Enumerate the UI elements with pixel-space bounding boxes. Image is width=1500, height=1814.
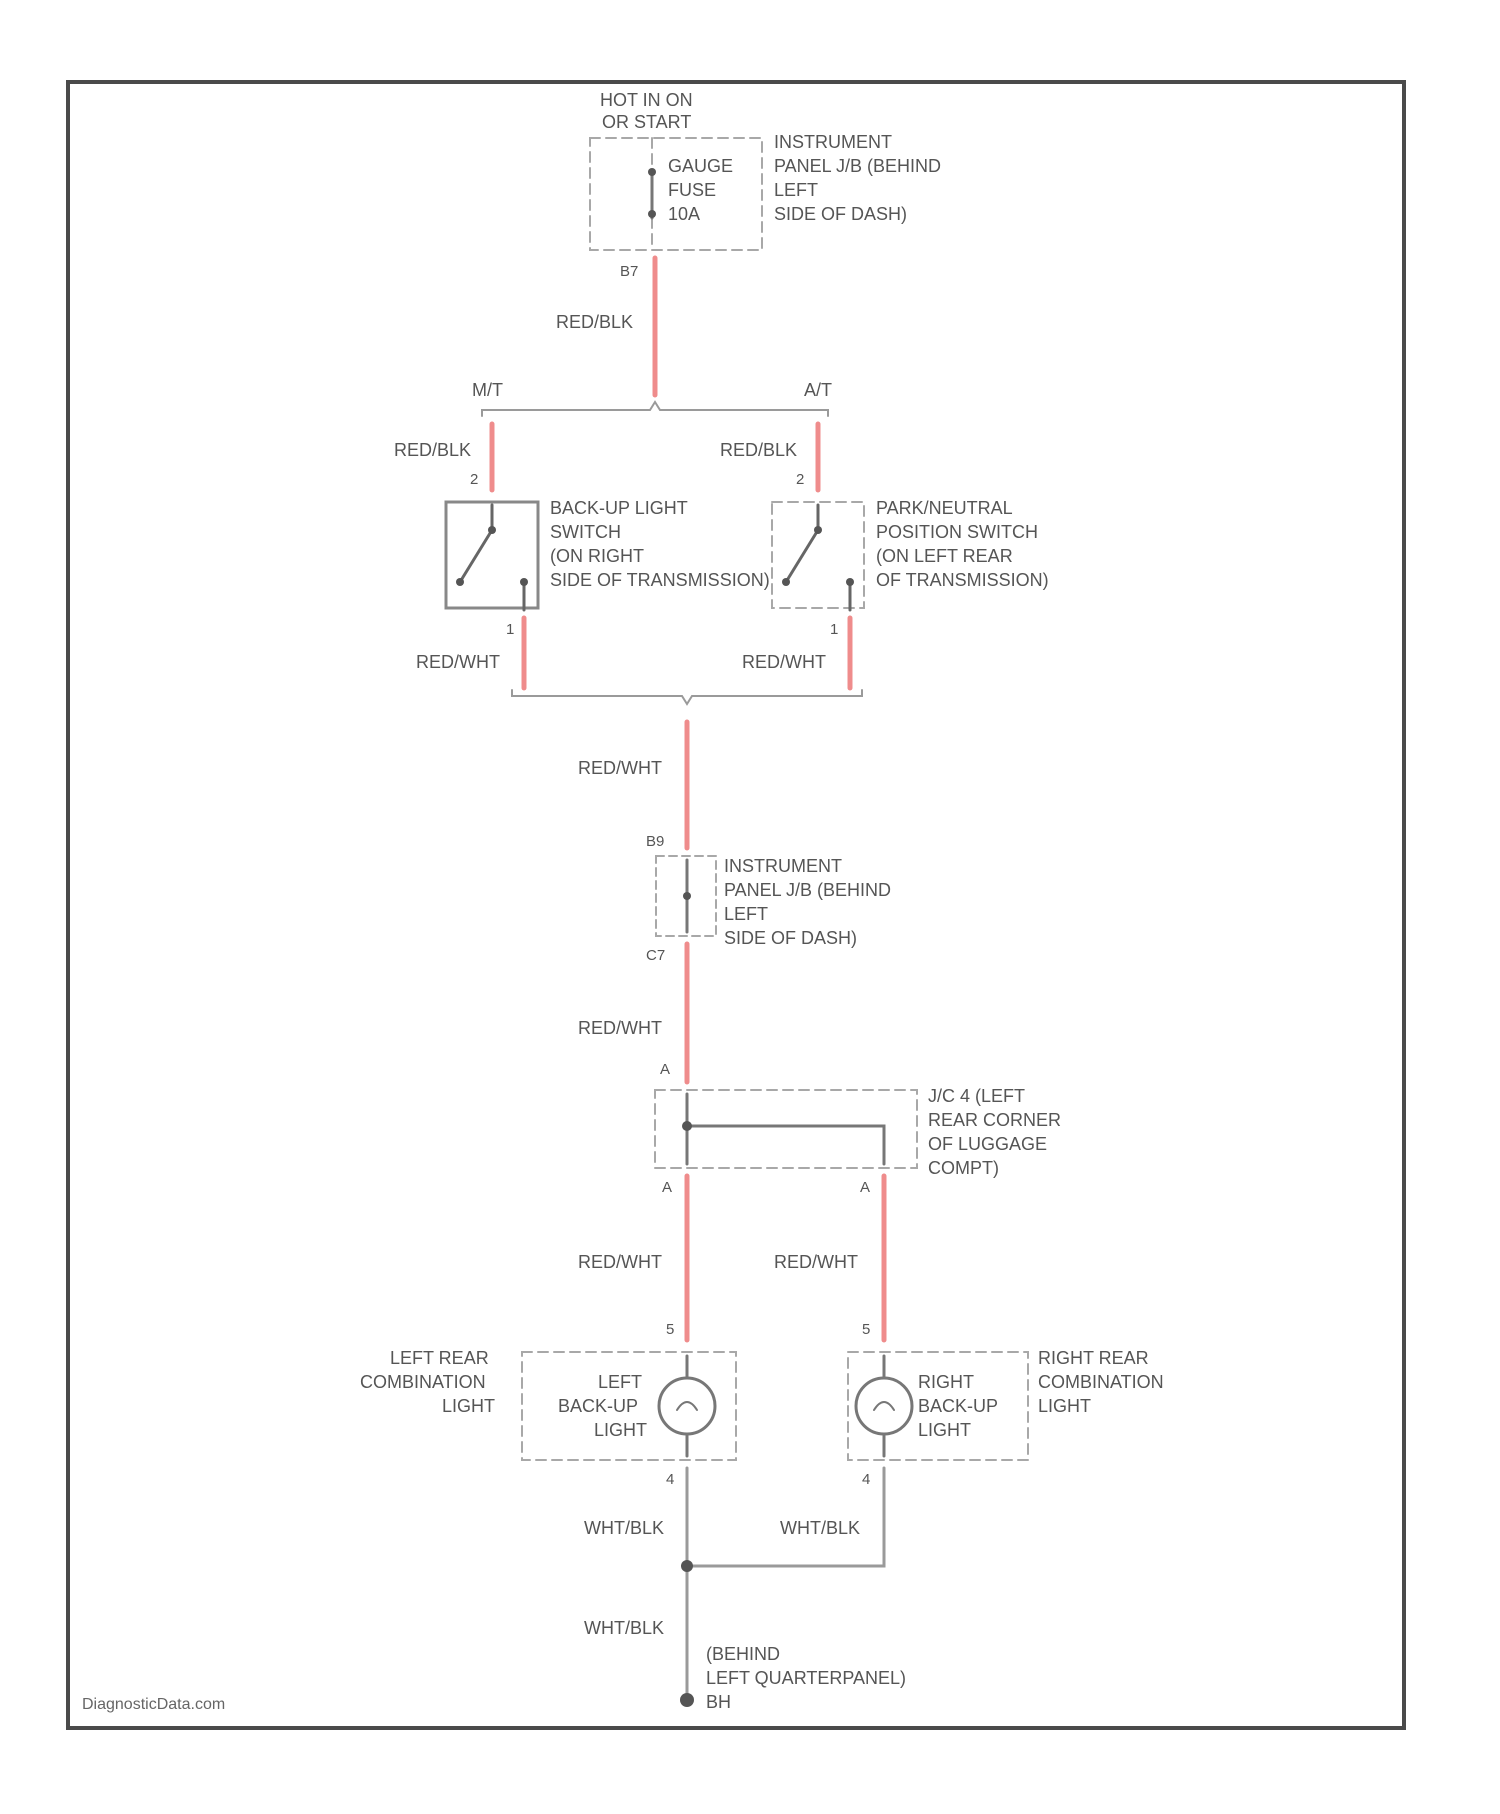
backup-switch-line-1: BACK-UP LIGHT: [550, 498, 688, 518]
right-light-outer-1: RIGHT REAR: [1038, 1348, 1149, 1368]
right-light-outer-2: COMBINATION: [1038, 1372, 1164, 1392]
right-light-pin-out: 4: [862, 1471, 870, 1488]
fuse-location-1: INSTRUMENT: [774, 132, 892, 152]
wire-label-red-blk-at: RED/BLK: [720, 440, 797, 460]
pn-switch-line-4: OF TRANSMISSION): [876, 570, 1049, 590]
left-light-inner-2: BACK-UP: [558, 1396, 638, 1416]
left-light-outer-1: LEFT REAR: [390, 1348, 489, 1368]
pn-switch-line-1: PARK/NEUTRAL: [876, 498, 1013, 518]
ip-jb-line-2: PANEL J/B (BEHIND: [724, 880, 891, 900]
fuse-terminal-top: [648, 168, 656, 176]
backup-switch-terminal-c: [520, 578, 528, 586]
ip-jb-pin-in: B9: [646, 833, 664, 850]
backup-switch-line-3: (ON RIGHT: [550, 546, 644, 566]
ground-id: BH: [706, 1692, 731, 1712]
backup-switch-terminal-b: [456, 578, 464, 586]
wire-label-red-wht-jc: RED/WHT: [578, 1018, 662, 1038]
left-light-outer-2: COMBINATION: [360, 1372, 486, 1392]
right-backup-bulb: [856, 1378, 912, 1434]
right-light-inner-3: LIGHT: [918, 1420, 971, 1440]
wire-label-red-blk-main: RED/BLK: [556, 312, 633, 332]
split-brace-top: [482, 402, 828, 416]
jc4-pin-in: A: [660, 1061, 670, 1078]
left-backup-bulb: [659, 1378, 715, 1434]
fuse-location-3: LEFT: [774, 180, 818, 200]
jc4-pin-out-right: A: [860, 1179, 870, 1196]
backup-switch-line-4: SIDE OF TRANSMISSION): [550, 570, 770, 590]
wire-label-wht-blk-ground: WHT/BLK: [584, 1618, 664, 1638]
wire-label-red-wht-at: RED/WHT: [742, 652, 826, 672]
transmission-at-label: A/T: [804, 380, 832, 400]
left-light-inner-3: LIGHT: [594, 1420, 647, 1440]
wire-label-red-wht-main: RED/WHT: [578, 758, 662, 778]
pn-switch-terminal-c: [846, 578, 854, 586]
ip-jb-line-1: INSTRUMENT: [724, 856, 842, 876]
fuse-terminal-bottom: [648, 210, 656, 218]
ip-jb-line-4: SIDE OF DASH): [724, 928, 857, 948]
pn-switch-line-3: (ON LEFT REAR: [876, 546, 1013, 566]
pn-switch-terminal-a: [814, 526, 822, 534]
fuse-location-4: SIDE OF DASH): [774, 204, 907, 224]
left-light-pin-out: 4: [666, 1471, 674, 1488]
ip-jb-pin-out: C7: [646, 947, 665, 964]
jc4-splice-point: [682, 1121, 692, 1131]
fuse-name-1: GAUGE: [668, 156, 733, 176]
wire-label-red-wht-left-light: RED/WHT: [578, 1252, 662, 1272]
fuse-name-3: 10A: [668, 204, 700, 224]
pn-switch-pin-out: 1: [830, 621, 838, 638]
left-light-outer-3: LIGHT: [442, 1396, 495, 1416]
jc4-box: [655, 1090, 917, 1168]
pn-switch-terminal-b: [782, 578, 790, 586]
power-label-1: HOT IN ON: [600, 90, 693, 110]
wire-label-red-wht-mt: RED/WHT: [416, 652, 500, 672]
backup-switch-pin-in: 2: [470, 471, 478, 488]
transmission-mt-label: M/T: [472, 380, 503, 400]
ground-line-2: LEFT QUARTERPANEL): [706, 1668, 906, 1688]
fuse-name-2: FUSE: [668, 180, 716, 200]
wire-label-wht-blk-left: WHT/BLK: [584, 1518, 664, 1538]
right-bulb-filament: [874, 1402, 894, 1410]
ip-jb-terminal: [683, 892, 691, 900]
backup-switch-contact: [460, 530, 492, 582]
watermark: DiagnosticData.com: [82, 1696, 225, 1714]
wire-label-red-blk-mt: RED/BLK: [394, 440, 471, 460]
left-light-pin-in: 5: [666, 1321, 674, 1338]
right-light-outer-3: LIGHT: [1038, 1396, 1091, 1416]
fuse-pin-out: B7: [620, 263, 638, 280]
power-label-2: OR START: [602, 112, 691, 132]
jc4-line-3: OF LUGGAGE: [928, 1134, 1047, 1154]
ground-line-1: (BEHIND: [706, 1644, 780, 1664]
ip-jb-line-3: LEFT: [724, 904, 768, 924]
backup-switch-line-2: SWITCH: [550, 522, 621, 542]
backup-switch-pin-out: 1: [506, 621, 514, 638]
backup-switch-terminal-a: [488, 526, 496, 534]
ground-splice-point: [681, 1560, 693, 1572]
jc4-line-2: REAR CORNER: [928, 1110, 1061, 1130]
pn-switch-contact: [786, 530, 818, 582]
ground-point: [680, 1693, 694, 1707]
jc4-pin-out-left: A: [662, 1179, 672, 1196]
right-light-inner-1: RIGHT: [918, 1372, 974, 1392]
right-light-pin-in: 5: [862, 1321, 870, 1338]
right-light-inner-2: BACK-UP: [918, 1396, 998, 1416]
wire-label-red-wht-right-light: RED/WHT: [774, 1252, 858, 1272]
jc4-line-1: J/C 4 (LEFT: [928, 1086, 1025, 1106]
wire-label-wht-blk-right: WHT/BLK: [780, 1518, 860, 1538]
jc4-bus-horizontal: [687, 1126, 884, 1164]
left-bulb-filament: [677, 1402, 697, 1410]
wire-wht-blk-right: [687, 1468, 884, 1566]
pn-switch-pin-in: 2: [796, 471, 804, 488]
fuse-location-2: PANEL J/B (BEHIND: [774, 156, 941, 176]
left-light-inner-1: LEFT: [598, 1372, 642, 1392]
merge-brace: [512, 690, 862, 704]
jc4-line-4: COMPT): [928, 1158, 999, 1178]
pn-switch-line-2: POSITION SWITCH: [876, 522, 1038, 542]
